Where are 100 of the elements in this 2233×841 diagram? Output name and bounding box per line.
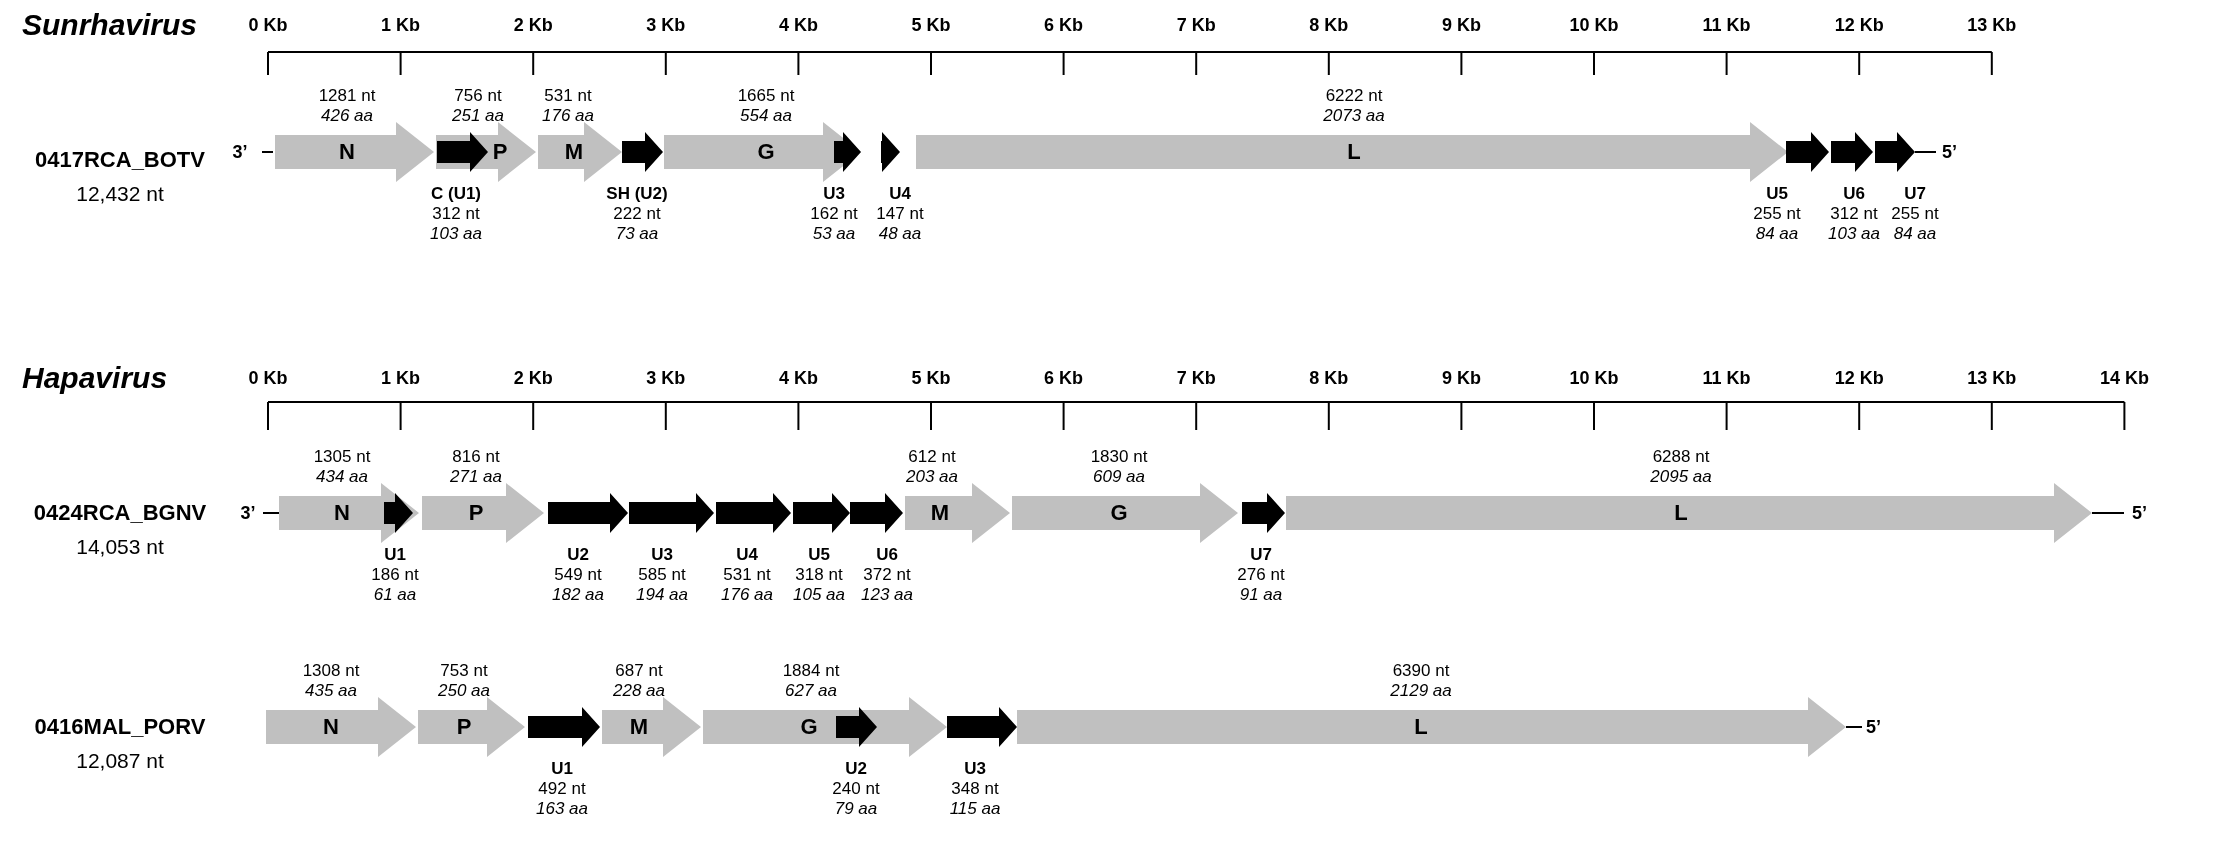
scale-label: 11 Kb <box>1702 369 1751 387</box>
scale-label: 13 Kb <box>1967 369 2017 387</box>
gene-label: SH (U2) <box>606 184 668 204</box>
nucleotide-length: 531 nt <box>723 565 771 585</box>
nucleotide-length: 753 nt <box>440 661 488 681</box>
amino-acid-length: 228 aa <box>613 681 665 701</box>
scale-label: 7 Kb <box>1176 16 1216 34</box>
nucleotide-length: 6288 nt <box>1652 447 1710 467</box>
amino-acid-length: 2129 aa <box>1390 681 1452 701</box>
scale-label: 6 Kb <box>1044 16 1084 34</box>
nucleotide-length: 1884 nt <box>782 661 840 681</box>
nucleotide-length: 162 nt <box>810 204 858 224</box>
gene-label: N <box>339 141 355 163</box>
scale-label: 14 Kb <box>2099 369 2149 387</box>
gene-label: U2 <box>567 545 589 565</box>
genus-heading: Hapavirus <box>22 363 168 393</box>
amino-acid-length: 163 aa <box>536 799 588 819</box>
terminus-label: 5’ <box>1942 143 1957 161</box>
gene-label: U3 <box>823 184 845 204</box>
amino-acid-length: 271 aa <box>450 467 502 487</box>
gene-label: U7 <box>1250 545 1272 565</box>
amino-acid-length: 73 aa <box>615 224 659 244</box>
nucleotide-length: 1281 nt <box>318 86 376 106</box>
amino-acid-length: 2073 aa <box>1323 106 1385 126</box>
nucleotide-length: 348 nt <box>951 779 999 799</box>
amino-acid-length: 103 aa <box>430 224 482 244</box>
amino-acid-length: 84 aa <box>1755 224 1799 244</box>
scale-label: 2 Kb <box>513 16 553 34</box>
terminus-label: 5’ <box>1866 718 1881 736</box>
nucleotide-length: 1305 nt <box>313 447 371 467</box>
scale-label: 1 Kb <box>381 369 421 387</box>
genome-length: 14,053 nt <box>76 535 164 557</box>
gene-label: C (U1) <box>430 184 482 204</box>
nucleotide-length: 687 nt <box>615 661 663 681</box>
scale-label: 2 Kb <box>513 369 553 387</box>
amino-acid-length: 53 aa <box>812 224 856 244</box>
gene-label: P <box>492 141 508 163</box>
gene-label: U5 <box>808 545 830 565</box>
amino-acid-length: 61 aa <box>373 585 417 605</box>
terminus-label: 3’ <box>232 143 248 161</box>
gene-label: N <box>323 716 339 738</box>
amino-acid-length: 251 aa <box>452 106 504 126</box>
gene-label: N <box>334 502 350 524</box>
gene-label: U3 <box>651 545 673 565</box>
amino-acid-length: 105 aa <box>793 585 845 605</box>
scale-label: 11 Kb <box>1702 16 1751 34</box>
amino-acid-length: 176 aa <box>721 585 773 605</box>
nucleotide-length: 186 nt <box>371 565 419 585</box>
scale-label: 9 Kb <box>1441 16 1481 34</box>
amino-acid-length: 194 aa <box>636 585 688 605</box>
scale-label: 12 Kb <box>1834 369 1884 387</box>
scale-label: 9 Kb <box>1441 369 1481 387</box>
nucleotide-length: 372 nt <box>863 565 911 585</box>
nucleotide-length: 222 nt <box>613 204 661 224</box>
amino-acid-length: 79 aa <box>834 799 878 819</box>
nucleotide-length: 312 nt <box>1830 204 1878 224</box>
gene-label: M <box>564 141 584 163</box>
terminus-label: 5’ <box>2132 504 2147 522</box>
scale-label: 4 Kb <box>778 16 818 34</box>
nucleotide-length: 756 nt <box>454 86 502 106</box>
gene-label: G <box>757 141 775 163</box>
nucleotide-length: 312 nt <box>432 204 480 224</box>
nucleotide-length: 147 nt <box>876 204 924 224</box>
gene-label: L <box>1674 502 1688 524</box>
gene-label: U2 <box>845 759 867 779</box>
genome-length: 12,432 nt <box>76 182 164 204</box>
gene-label: U4 <box>889 184 911 204</box>
scale-label: 13 Kb <box>1967 16 2017 34</box>
nucleotide-length: 585 nt <box>638 565 686 585</box>
nucleotide-length: 6390 nt <box>1392 661 1450 681</box>
amino-acid-length: 250 aa <box>438 681 490 701</box>
gene-label: U6 <box>1843 184 1865 204</box>
nucleotide-length: 240 nt <box>832 779 880 799</box>
gene-label: L <box>1347 141 1361 163</box>
gene-label: U1 <box>384 545 406 565</box>
genome-name: 0424RCA_BGNV <box>33 502 207 524</box>
gene-label: U4 <box>736 545 758 565</box>
scale-label: 5 Kb <box>911 16 951 34</box>
gene-label: U5 <box>1766 184 1788 204</box>
amino-acid-length: 182 aa <box>552 585 604 605</box>
scale-label: 8 Kb <box>1309 16 1349 34</box>
scale-label: 8 Kb <box>1309 369 1349 387</box>
nucleotide-length: 549 nt <box>554 565 602 585</box>
nucleotide-length: 1830 nt <box>1090 447 1148 467</box>
terminus-label: 3’ <box>240 504 256 522</box>
amino-acid-length: 115 aa <box>949 799 1001 819</box>
gene-label: P <box>456 716 472 738</box>
scale-label: 0 Kb <box>248 369 288 387</box>
genome-length: 12,087 nt <box>76 749 164 771</box>
nucleotide-length: 816 nt <box>452 447 500 467</box>
amino-acid-length: 2095 aa <box>1650 467 1712 487</box>
gene-label: U7 <box>1904 184 1926 204</box>
scale-label: 12 Kb <box>1834 16 1884 34</box>
scale-label: 10 Kb <box>1569 16 1619 34</box>
gene-label: U3 <box>964 759 986 779</box>
amino-acid-length: 103 aa <box>1828 224 1880 244</box>
amino-acid-length: 203 aa <box>906 467 958 487</box>
scale-label: 7 Kb <box>1176 369 1216 387</box>
gene-label: P <box>468 502 484 524</box>
nucleotide-length: 318 nt <box>795 565 843 585</box>
